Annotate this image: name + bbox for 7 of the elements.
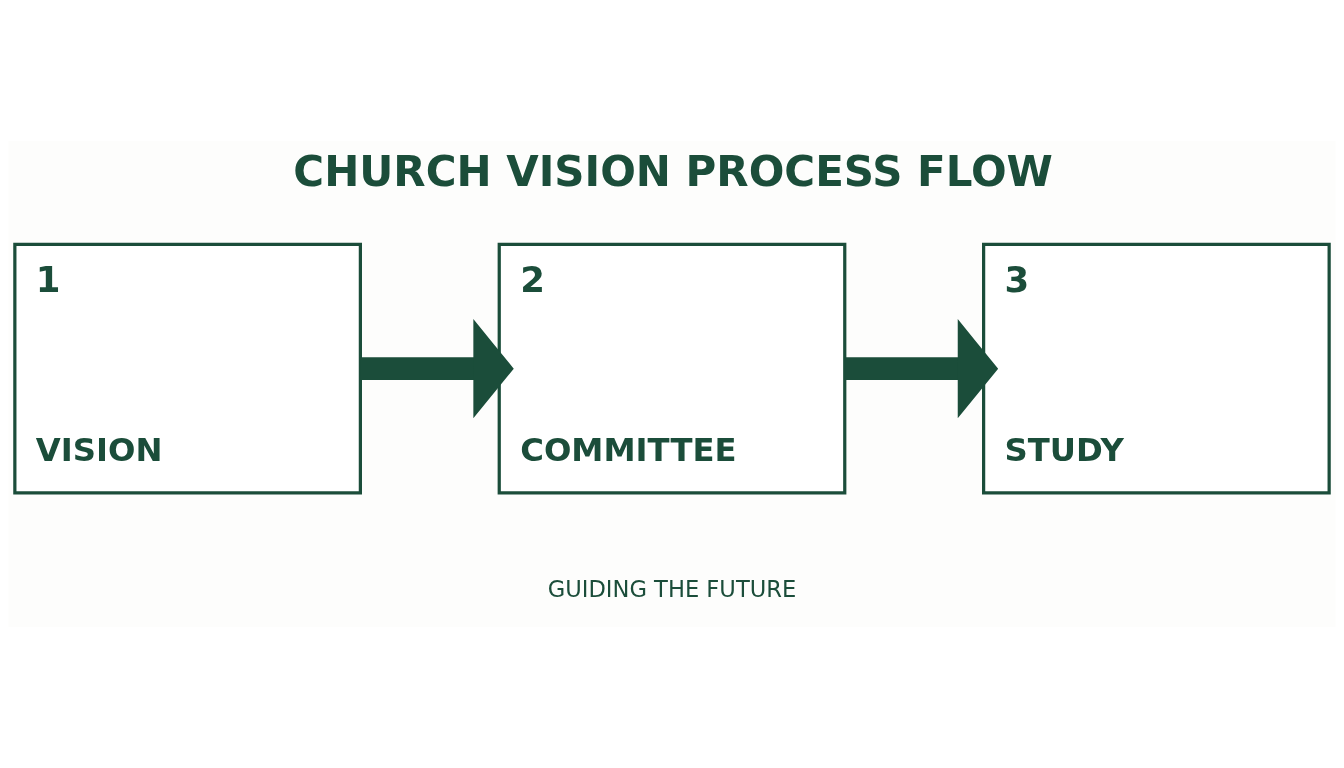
diagram-title: CHURCH VISION PROCESS FLOW [293,146,1053,196]
arrow [845,319,999,419]
arrow [360,319,514,419]
node-box: 2 COMMITTEE [497,242,847,495]
label: GUIDING THE FUTURE [547,576,797,603]
node-box: 3 STUDY [982,242,1331,495]
node-box: 1 VISION [13,242,362,495]
